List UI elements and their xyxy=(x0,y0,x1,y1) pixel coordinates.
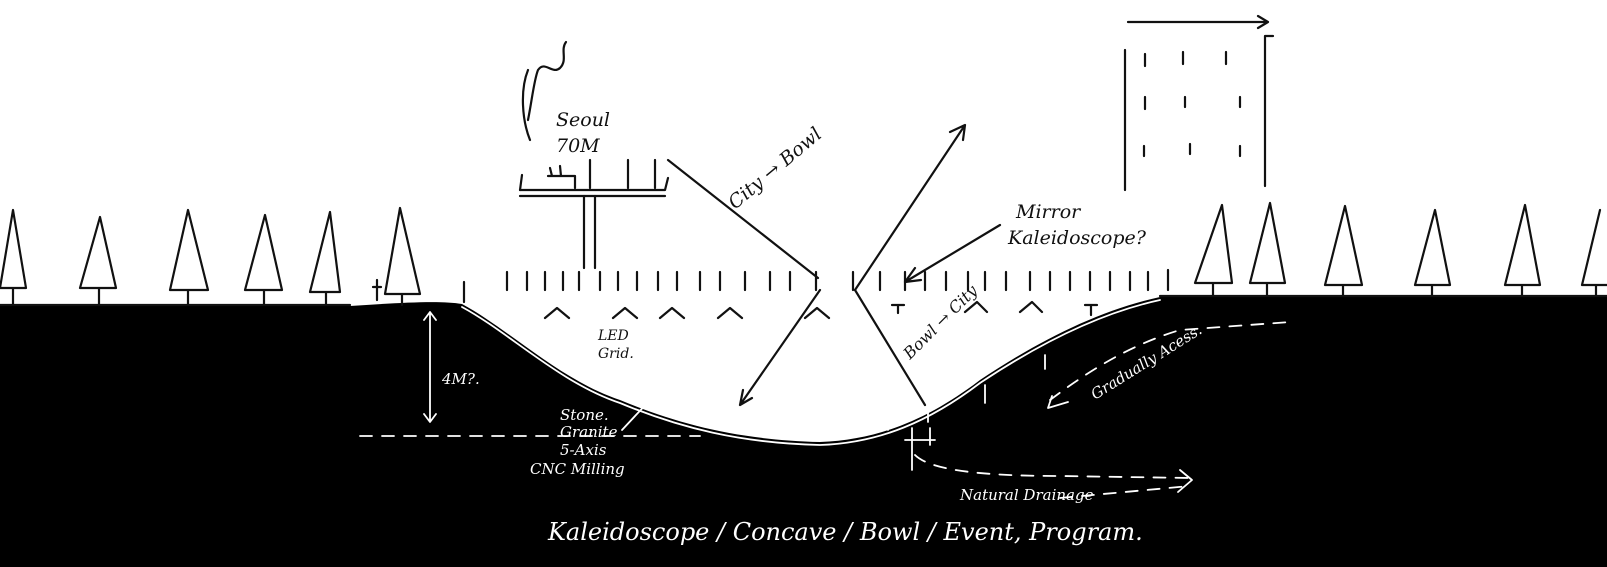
label-cnc-milling: CNC Milling xyxy=(530,460,625,478)
label-grid: Grid. xyxy=(598,346,634,362)
label-mirror: Mirror xyxy=(1015,201,1082,223)
labels-dark: Seoul 70M City → Bowl Mirror Kaleidoscop… xyxy=(556,109,1147,364)
label-stone: Stone. xyxy=(560,406,609,424)
led-lights xyxy=(543,300,1099,320)
seoul-platform xyxy=(518,40,670,270)
depth-dimension xyxy=(423,311,437,423)
label-depth: 4M?. xyxy=(441,370,480,388)
dashed-lines xyxy=(359,321,1291,499)
label-city-to-bowl: City → Bowl xyxy=(724,123,826,214)
label-kaleidoscope: Kaleidoscope? xyxy=(1007,227,1147,249)
label-granite: Granite xyxy=(560,423,618,441)
label-natural-drainage: Natural Drainage xyxy=(959,486,1094,504)
label-led: LED xyxy=(597,328,629,344)
caption: Kaleidoscope / Concave / Bowl / Event, P… xyxy=(547,518,1143,546)
bowl-edge-line xyxy=(461,299,1161,446)
bowl-figures xyxy=(519,314,1046,436)
stone-leader xyxy=(621,399,651,431)
led-grid xyxy=(505,270,1150,292)
trees-right xyxy=(1193,201,1607,298)
building xyxy=(1123,14,1275,192)
ground-mass xyxy=(0,297,1607,567)
people-figures xyxy=(371,268,1170,304)
label-seoul-height: 70M xyxy=(556,135,600,157)
horizon-line xyxy=(0,294,1607,307)
label-seoul: Seoul xyxy=(556,109,610,131)
label-axis: 5-Axis xyxy=(560,441,607,459)
trees-left xyxy=(0,206,422,307)
arrows xyxy=(666,123,1002,407)
drainage-details xyxy=(904,395,1193,493)
label-bowl-to-city: Bowl → City xyxy=(899,280,982,363)
